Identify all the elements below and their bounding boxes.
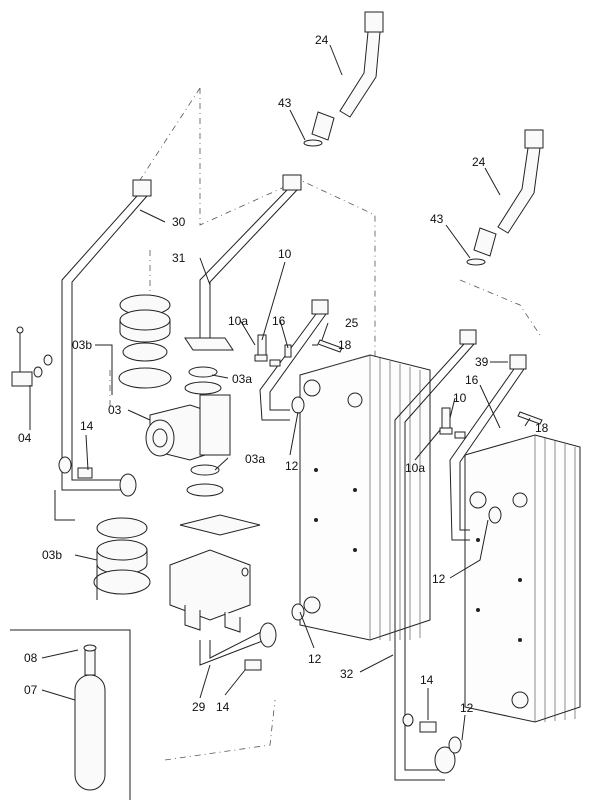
label-10a-right: 10a <box>405 461 425 475</box>
label-03b-top: 03b <box>72 338 92 352</box>
heat-exchanger-right <box>464 434 581 723</box>
gaskets-03a <box>184 366 224 497</box>
heat-exchanger-left <box>299 354 431 641</box>
label-18-left: 18 <box>338 338 352 352</box>
pipe-30 <box>54 179 152 521</box>
fitting-14-left <box>58 456 93 479</box>
inset-expansion-vessel <box>10 629 131 800</box>
label-24-right: 24 <box>472 155 486 169</box>
label-12-a: 12 <box>285 459 299 473</box>
label-43-right: 43 <box>430 212 444 226</box>
pipe-31 <box>184 174 302 351</box>
label-12-c: 12 <box>308 652 322 666</box>
pipe-39 <box>449 354 527 541</box>
seal-kit-03b-bottom <box>93 517 151 595</box>
label-12-d: 12 <box>460 701 474 715</box>
part-labels: 24 43 30 31 10 10a 16 25 18 03b 04 03 03… <box>18 33 549 715</box>
gaskets-12 <box>291 396 502 754</box>
label-39: 39 <box>475 355 489 369</box>
mounting-bracket <box>169 514 261 633</box>
label-10a-left: 10a <box>228 314 248 328</box>
label-16-right: 16 <box>465 373 479 387</box>
label-29: 29 <box>192 700 206 714</box>
label-18-right: 18 <box>535 421 549 435</box>
label-25: 25 <box>345 316 359 330</box>
pump-03 <box>145 394 231 461</box>
label-31: 31 <box>172 251 186 265</box>
label-14-left: 14 <box>80 419 94 433</box>
leader-lines <box>29 44 531 741</box>
label-08: 08 <box>24 651 38 665</box>
sensor-fittings-left <box>254 334 343 367</box>
label-10-left: 10 <box>278 247 292 261</box>
label-32: 32 <box>340 667 354 681</box>
fittings-14 <box>402 713 437 733</box>
label-16-left: 16 <box>272 314 286 328</box>
label-24-top: 24 <box>315 33 329 47</box>
label-07: 07 <box>24 683 38 697</box>
label-03a-top: 03a <box>232 372 252 386</box>
label-14-mid: 14 <box>216 700 230 714</box>
label-03: 03 <box>108 403 122 417</box>
pipe-32 <box>394 329 477 781</box>
construction-lines <box>109 87 541 761</box>
seal-kit-03b-top <box>118 294 172 389</box>
label-04: 04 <box>18 431 32 445</box>
label-12-b: 12 <box>432 572 446 586</box>
hose-24-top <box>303 11 384 147</box>
label-03b-bottom: 03b <box>42 548 62 562</box>
label-43-top: 43 <box>278 96 292 110</box>
drain-valve-04 <box>11 326 53 387</box>
label-14-right: 14 <box>420 673 434 687</box>
label-30: 30 <box>172 215 186 229</box>
pipe-29 <box>199 622 277 671</box>
hose-24-right <box>466 129 544 266</box>
label-10-right: 10 <box>453 391 467 405</box>
label-03a-mid: 03a <box>245 452 265 466</box>
